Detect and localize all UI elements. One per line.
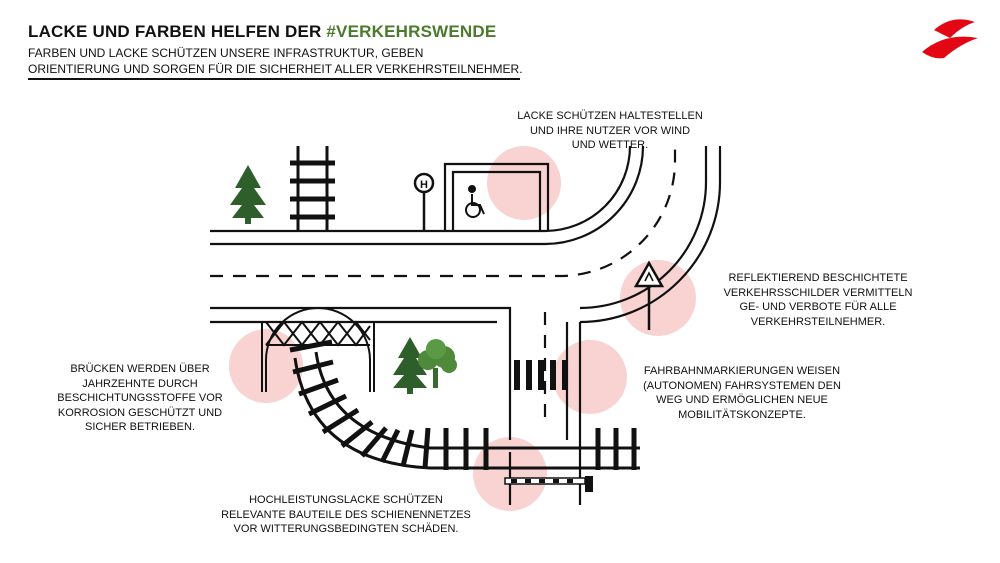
caption-line: WEG UND ERMÖGLICHEN NEUE <box>656 394 828 406</box>
wheelchair-icon <box>465 185 485 218</box>
highlight-haltestelle <box>487 146 561 220</box>
road-edge-curve-outer <box>579 146 722 324</box>
caption-line: UND IHRE NUTZER VOR WIND <box>529 124 691 137</box>
fir-tree-icon <box>230 165 266 224</box>
caption-line: RELEVANTE BAUTEILE DES SCHIENENNETZES <box>221 508 471 521</box>
caption-line: FAHRBAHNMARKIERUNGEN WEISEN <box>643 365 841 377</box>
caption-line: SICHER BETRIEBEN. <box>84 421 196 433</box>
caption-line: MOBILITÄTSKONZEPTE. <box>678 408 806 421</box>
caption-line: UND WETTER. <box>571 139 649 151</box>
caption-line: BRÜCKEN WERDEN ÜBER <box>70 363 210 375</box>
bus-stop-sign-icon: H <box>413 172 435 231</box>
title-hashtag: #VERKEHRSWENDE <box>326 22 497 41</box>
caption-line: VERKEHRSSCHILDER VERMITTELN <box>723 286 913 299</box>
caption-line: JAHRZEHNTE DURCH <box>82 377 198 390</box>
subtitle-underline <box>28 78 520 80</box>
caption-line: VERKEHRSTEILNEHMER. <box>750 315 886 328</box>
bus-shelter <box>443 162 550 231</box>
title-main: LACKE UND FARBEN HELFEN DER <box>28 22 327 41</box>
road-edge-upper-inner <box>210 145 645 246</box>
caption-verkehrsschilder: REFLEKTIEREND BESCHICHTETE VERKEHRSSCHIL… <box>698 271 938 329</box>
fir-tree-small-icon <box>393 337 427 394</box>
brand-logo-icon <box>922 19 978 59</box>
caption-line: (AUTONOMEN) FAHRSYSTEMEN DEN <box>643 379 841 392</box>
road-edge-upper <box>210 145 632 233</box>
highlight-markierung <box>553 340 627 414</box>
zebra-crossing <box>514 360 568 390</box>
caption-schienennetz: HOCHLEISTUNGSLACKE SCHÜTZEN RELEVANTE BA… <box>196 493 496 537</box>
deciduous-tree-icon <box>418 339 457 388</box>
warning-sign-icon <box>633 260 665 330</box>
road-center-lines <box>210 146 677 420</box>
subtitle-line-2: ORIENTIERUNG UND SORGEN FÜR DIE SICHERHE… <box>28 62 523 76</box>
railway-barrier <box>504 476 593 492</box>
caption-line: KORROSION GESCHÜTZT UND <box>57 406 223 419</box>
caption-line: HOCHLEISTUNGSLACKE SCHÜTZEN <box>249 494 443 506</box>
center-line-main <box>210 146 677 278</box>
rail-track-curve <box>289 339 640 470</box>
bus-stop-letter: H <box>420 179 428 191</box>
caption-line: REFLEKTIEREND BESCHICHTETE <box>728 272 908 284</box>
tree-group-icon <box>393 337 457 394</box>
caption-haltestellen: LACKE SCHÜTZEN HALTESTELLEN UND IHRE NUT… <box>490 109 730 153</box>
caption-bruecken: BRÜCKEN WERDEN ÜBER JAHRZEHNTE DURCH BES… <box>40 362 240 435</box>
page-subtitle: FARBEN UND LACKE SCHÜTZEN UNSERE INFRAST… <box>28 45 528 77</box>
road-edge-curve-inner <box>579 146 708 310</box>
page-title: LACKE UND FARBEN HELFEN DER #VERKEHRSWEN… <box>28 22 496 42</box>
caption-line: BESCHICHTUNGSSTOFFE VOR <box>57 392 223 404</box>
caption-line: GE- UND VERBOTE FÜR ALLE <box>739 301 897 313</box>
caption-fahrbahnmarkierungen: FAHRBAHNMARKIERUNGEN WEISEN (AUTONOMEN) … <box>622 364 862 422</box>
caption-line: VOR WITTERUNGSBEDINGTEN SCHÄDEN. <box>233 523 459 535</box>
subtitle-line-1: FARBEN UND LACKE SCHÜTZEN UNSERE INFRAST… <box>28 46 424 60</box>
caption-line: LACKE SCHÜTZEN HALTESTELLEN <box>517 110 703 122</box>
rail-track-top <box>290 146 335 231</box>
